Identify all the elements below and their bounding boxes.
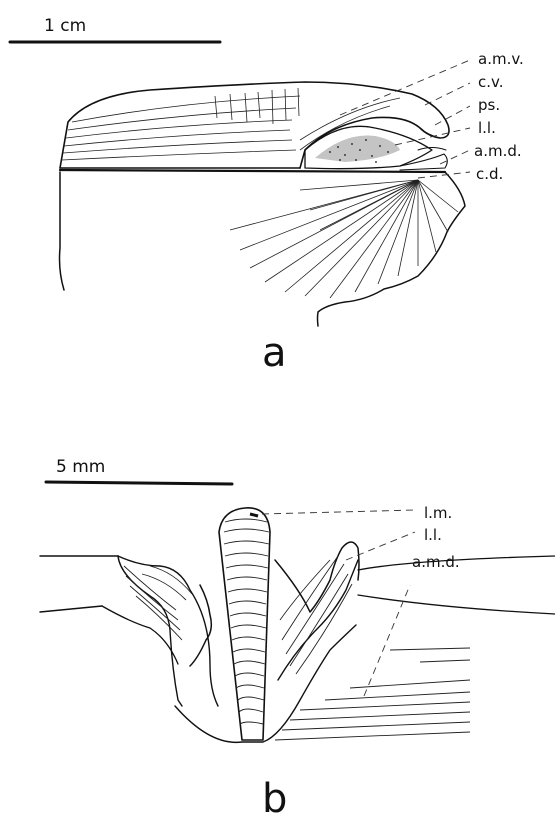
scale-label-b: 5 mm	[56, 457, 105, 477]
panel-label-b: b	[262, 776, 287, 822]
panel-a: 1 cm	[10, 16, 524, 376]
label-ps: ps.	[478, 96, 500, 114]
label-cd: c.d.	[476, 165, 503, 183]
label-ll-b: l.l.	[424, 526, 442, 544]
median-process-striations	[224, 519, 269, 724]
label-ll: l.l.	[478, 119, 496, 137]
cardinal-process-drawing-b	[40, 508, 555, 743]
labels-a: a.m.v. c.v. ps. l.l. a.m.d. c.d.	[474, 50, 524, 183]
shell-drawing-a	[60, 82, 466, 326]
label-amd-b: a.m.d.	[412, 553, 460, 571]
scale-label-a: 1 cm	[44, 16, 86, 36]
scale-bar-a: 1 cm	[10, 16, 220, 42]
panel-label-a: a	[262, 330, 287, 376]
label-lm: l.m.	[424, 504, 452, 522]
labels-b: l.m. l.l. a.m.d.	[412, 504, 460, 571]
scale-bar-b: 5 mm	[46, 457, 232, 484]
median-mark	[250, 514, 258, 516]
panel-b: 5 mm	[40, 457, 555, 822]
label-amd: a.m.d.	[474, 142, 522, 160]
label-cv: c.v.	[478, 73, 504, 91]
label-amv: a.m.v.	[478, 50, 524, 68]
